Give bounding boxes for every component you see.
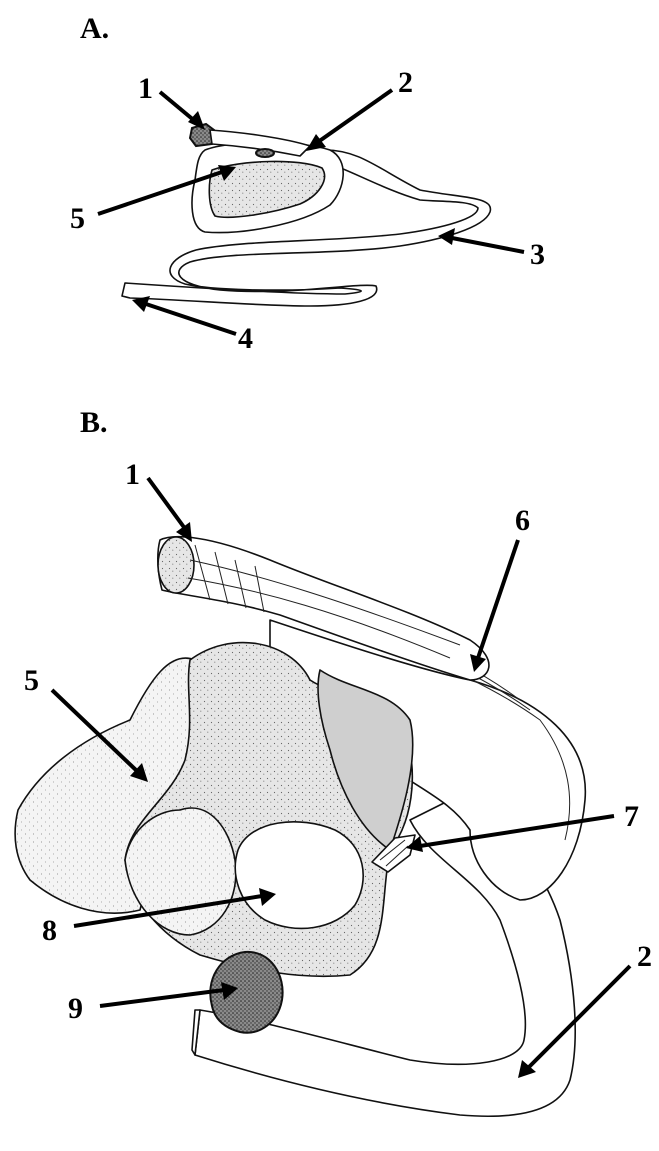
panel-b-label: B.	[80, 406, 108, 439]
panel-a-spot	[256, 149, 274, 157]
callout-a-5: 5	[70, 202, 85, 235]
callout-b-7: 7	[624, 800, 639, 833]
panel-b: B.	[15, 406, 652, 1116]
callout-b-6: 6	[515, 504, 530, 537]
callout-b-8: 8	[42, 914, 57, 947]
callout-a-2: 2	[398, 66, 413, 99]
callout-b-9: 9	[68, 992, 83, 1025]
panel-a: A. 1 2 3 4 5	[70, 12, 545, 355]
callout-a-3: 3	[530, 238, 545, 271]
panel-b-process-end	[158, 537, 194, 593]
panel-a-label: A.	[80, 12, 109, 45]
callout-a-4: 4	[238, 322, 253, 355]
callout-a-1: 1	[138, 72, 153, 105]
panel-b-oval	[235, 822, 363, 929]
callout-b-2: 2	[637, 940, 652, 973]
callout-b-5: 5	[24, 664, 39, 697]
callout-b-1: 1	[125, 458, 140, 491]
